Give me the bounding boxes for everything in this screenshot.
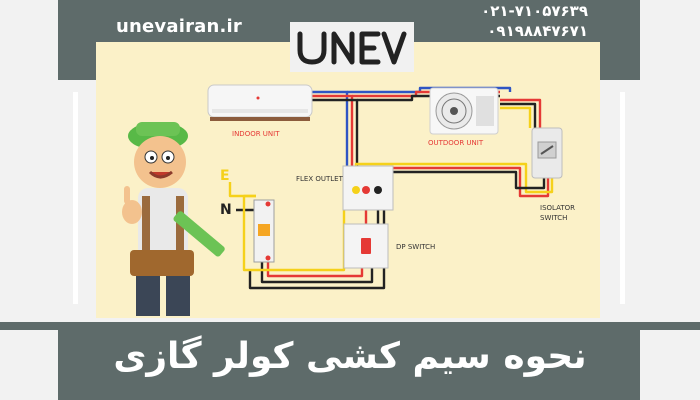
phone-number-2[interactable]: ۰۹۱۹۸۸۴۷۶۷۱ <box>487 22 588 40</box>
wire-earth-feed <box>228 182 256 198</box>
neutral-label: N <box>220 202 232 218</box>
isolator-switch-label-2: SWITCH <box>540 214 567 222</box>
wire-control-indoor <box>312 90 349 170</box>
uneva-logo <box>297 31 407 65</box>
outdoor-unit <box>429 87 499 135</box>
wire-live-return <box>384 166 550 198</box>
flex-outlet <box>342 165 394 211</box>
isolator-switch-label-1: ISOLATOR <box>540 204 575 212</box>
wire-neutral-outdoor <box>500 102 537 128</box>
indoor-unit-label: INDOOR UNIT <box>232 130 280 138</box>
footer-band <box>58 322 640 400</box>
right-divider <box>620 92 625 304</box>
isolator-switch <box>531 127 563 179</box>
outdoor-unit-label: OUTDOOR UNIT <box>428 139 484 147</box>
dp-switch-label: DP SWITCH <box>396 243 435 251</box>
electrician-mascot <box>122 122 225 316</box>
indoor-unit <box>207 84 313 121</box>
site-url[interactable]: unevairan.ir <box>116 16 243 37</box>
earth-label: E <box>220 168 230 184</box>
wire-neutral-return <box>390 170 546 190</box>
flex-outlet-label: FLEX OUTLET <box>296 175 344 183</box>
wire-neutral-indoor <box>312 98 359 170</box>
wire-earth-outdoor <box>500 106 532 128</box>
dp-switch <box>343 223 389 269</box>
wire-neutral-breaker <box>260 262 374 284</box>
circuit-breaker <box>253 199 275 263</box>
wire-live-outdoor <box>500 98 542 128</box>
page-title: نحوه سیم کشی کولر گازی <box>113 336 587 377</box>
phone-number-1[interactable]: ۰۲۱-۷۱۰۵۷۶۳۹ <box>481 2 588 20</box>
left-divider <box>73 92 78 304</box>
